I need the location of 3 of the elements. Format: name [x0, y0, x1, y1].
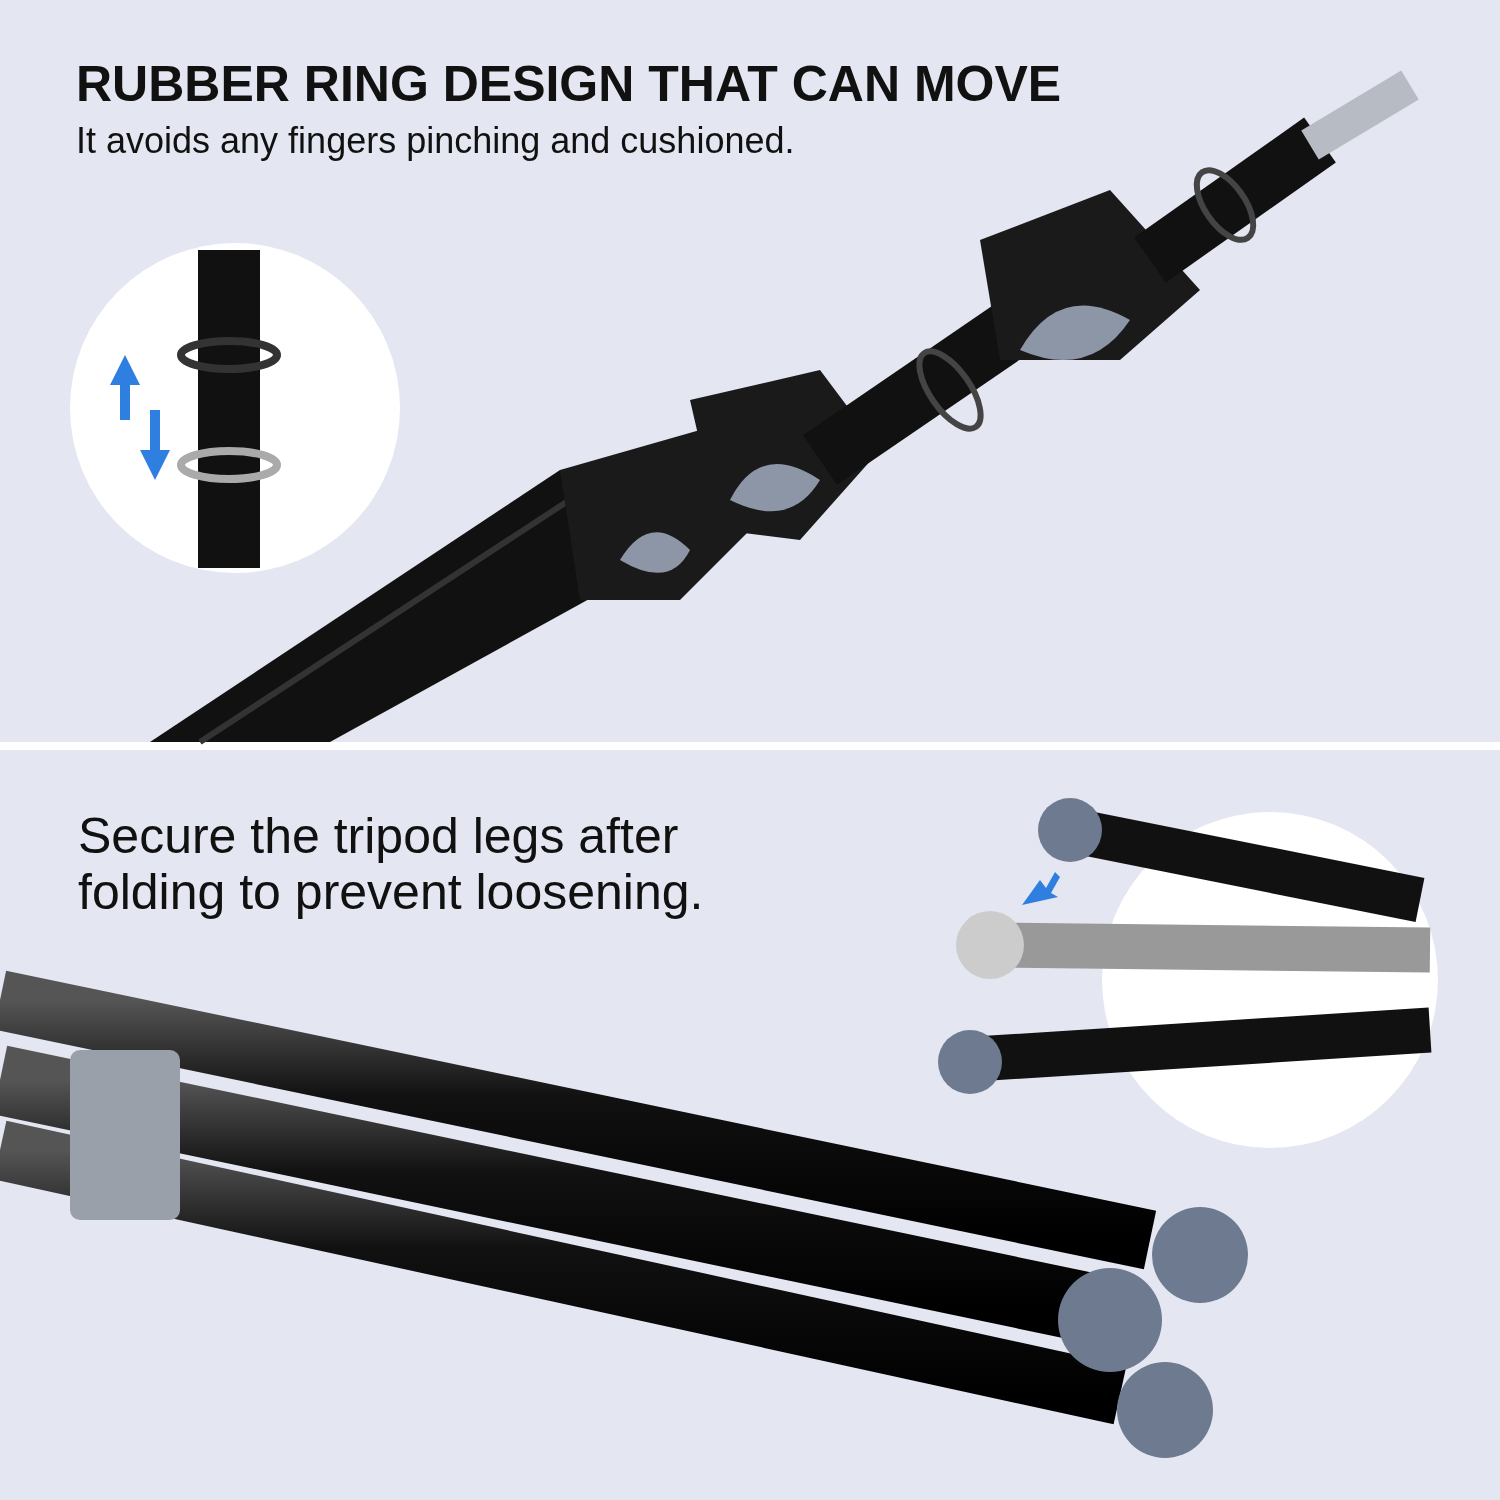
caption: Secure the tripod legs after folding to prevent loosening.: [78, 808, 705, 920]
heading: RUBBER RING DESIGN THAT CAN MOVE: [76, 55, 1062, 113]
subheading: It avoids any fingers pinching and cushioned.: [76, 120, 795, 162]
